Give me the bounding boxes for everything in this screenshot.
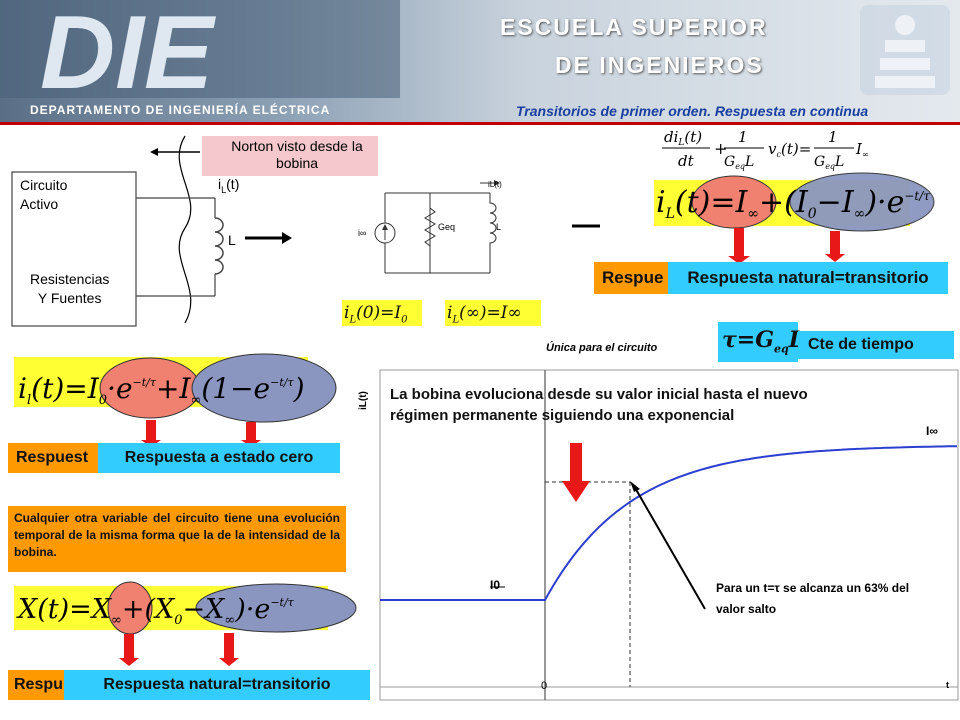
svg-text:+: + bbox=[714, 139, 727, 158]
norton-box bbox=[202, 136, 378, 176]
l-small-label: L bbox=[496, 222, 502, 232]
respuesta-cero-label: Respuesta a estado cero bbox=[98, 443, 340, 473]
svg-text:X(t)=X∞+(X0−X∞)·e−t/τ: X(t)=X∞+(X0−X∞)·e−t/τ bbox=[16, 594, 295, 628]
respuesta-natural-label-2: Respuesta natural=transitorio bbox=[64, 670, 370, 700]
solution-overlay: iL(t)=I∞+(I0−I∞)·e−t/τ bbox=[656, 172, 935, 264]
page-subtitle: Transitorios de primer orden. Respuesta … bbox=[516, 103, 869, 119]
svg-text:1: 1 bbox=[828, 128, 838, 146]
inductor-label: L bbox=[228, 232, 236, 248]
svg-text:dt: dt bbox=[678, 152, 695, 170]
department-name: DEPARTAMENTO DE INGENIERÍA ELÉCTRICA bbox=[30, 103, 331, 117]
il-small-label: iL(t) bbox=[488, 180, 502, 189]
respuesta-perm-label: Respue bbox=[594, 262, 682, 294]
active-circuit-label: Circuito Activo bbox=[20, 177, 68, 212]
cualquier-note: Cualquier otra variable del circuito tie… bbox=[8, 506, 346, 572]
ode-equation: diL(t) dt + 1 GeqL vc(t)= 1 GeqL I∞ bbox=[660, 126, 890, 181]
active-circuit-box bbox=[11, 171, 137, 327]
svg-text:iL(t)=I∞+(I0−I∞)·e−t/τ: iL(t)=I∞+(I0−I∞)·e−t/τ bbox=[656, 185, 930, 222]
chart-ylabel: iL(t) bbox=[358, 391, 369, 410]
circuit-diagram bbox=[11, 135, 600, 327]
inf-source-label: i∞ bbox=[358, 228, 367, 238]
norton-label: Norton visto desde la bobina bbox=[231, 138, 363, 171]
school-line2: DE INGENIEROS bbox=[555, 52, 764, 78]
chart-origin: 0 bbox=[541, 680, 548, 692]
chart-frame bbox=[379, 369, 959, 701]
tau-note: Para un t=τ se alcanza un 63% del valor … bbox=[716, 581, 910, 616]
school-line1: ESCUELA SUPERIOR bbox=[500, 14, 768, 40]
header-banner: DIE bbox=[0, 0, 960, 122]
tau-pointer bbox=[633, 485, 706, 610]
cte-tiempo-label: Cte de tiempo bbox=[798, 331, 954, 359]
resistances-label: Resistencias Y Fuentes bbox=[30, 271, 110, 306]
chart-description: La bobina evoluciona desde su valor inic… bbox=[390, 386, 808, 424]
respuesta-natural-label: Respuesta natural=transitorio bbox=[668, 262, 948, 294]
i0-label: I0 bbox=[490, 578, 501, 592]
final-condition-box: iL(∞)=I∞ bbox=[445, 300, 541, 326]
x-solution-overlay: X(t)=X∞+(X0−X∞)·e−t/τ bbox=[16, 581, 357, 666]
svg-text:vc(t)=: vc(t)= bbox=[768, 140, 811, 159]
initial-condition-box: iL(0)=I0 bbox=[342, 300, 422, 326]
svg-text:diL(t): diL(t) bbox=[664, 128, 702, 148]
response-curve bbox=[380, 445, 958, 601]
header-divider bbox=[0, 122, 960, 125]
svg-text:I∞: I∞ bbox=[855, 140, 869, 159]
logo-text: DIE bbox=[40, 0, 216, 111]
geq-label: Geq bbox=[438, 222, 456, 232]
svg-text:1: 1 bbox=[738, 128, 748, 146]
tau-box: τ=GeqL bbox=[718, 322, 804, 362]
zero-state-overlay: il(t)=I0·e−t/τ+I∞(1−e−t/τ) bbox=[18, 353, 337, 447]
svg-text:GeqL: GeqL bbox=[814, 154, 844, 171]
chart-xlabel: t bbox=[946, 680, 949, 690]
svg-text:GeqL: GeqL bbox=[724, 154, 754, 171]
header-graphic: DIE bbox=[0, 0, 950, 111]
exponential-chart bbox=[379, 369, 959, 701]
unica-label: Única para el circuito bbox=[546, 342, 658, 354]
il-label: iL(t) bbox=[218, 176, 240, 195]
iinf-label: I∞ bbox=[926, 424, 938, 438]
svg-text:il(t)=I0·e−t/τ+I∞(1−e−t/τ): il(t)=I0·e−t/τ+I∞(1−e−t/τ) bbox=[18, 372, 305, 408]
down-arrow bbox=[570, 443, 582, 483]
